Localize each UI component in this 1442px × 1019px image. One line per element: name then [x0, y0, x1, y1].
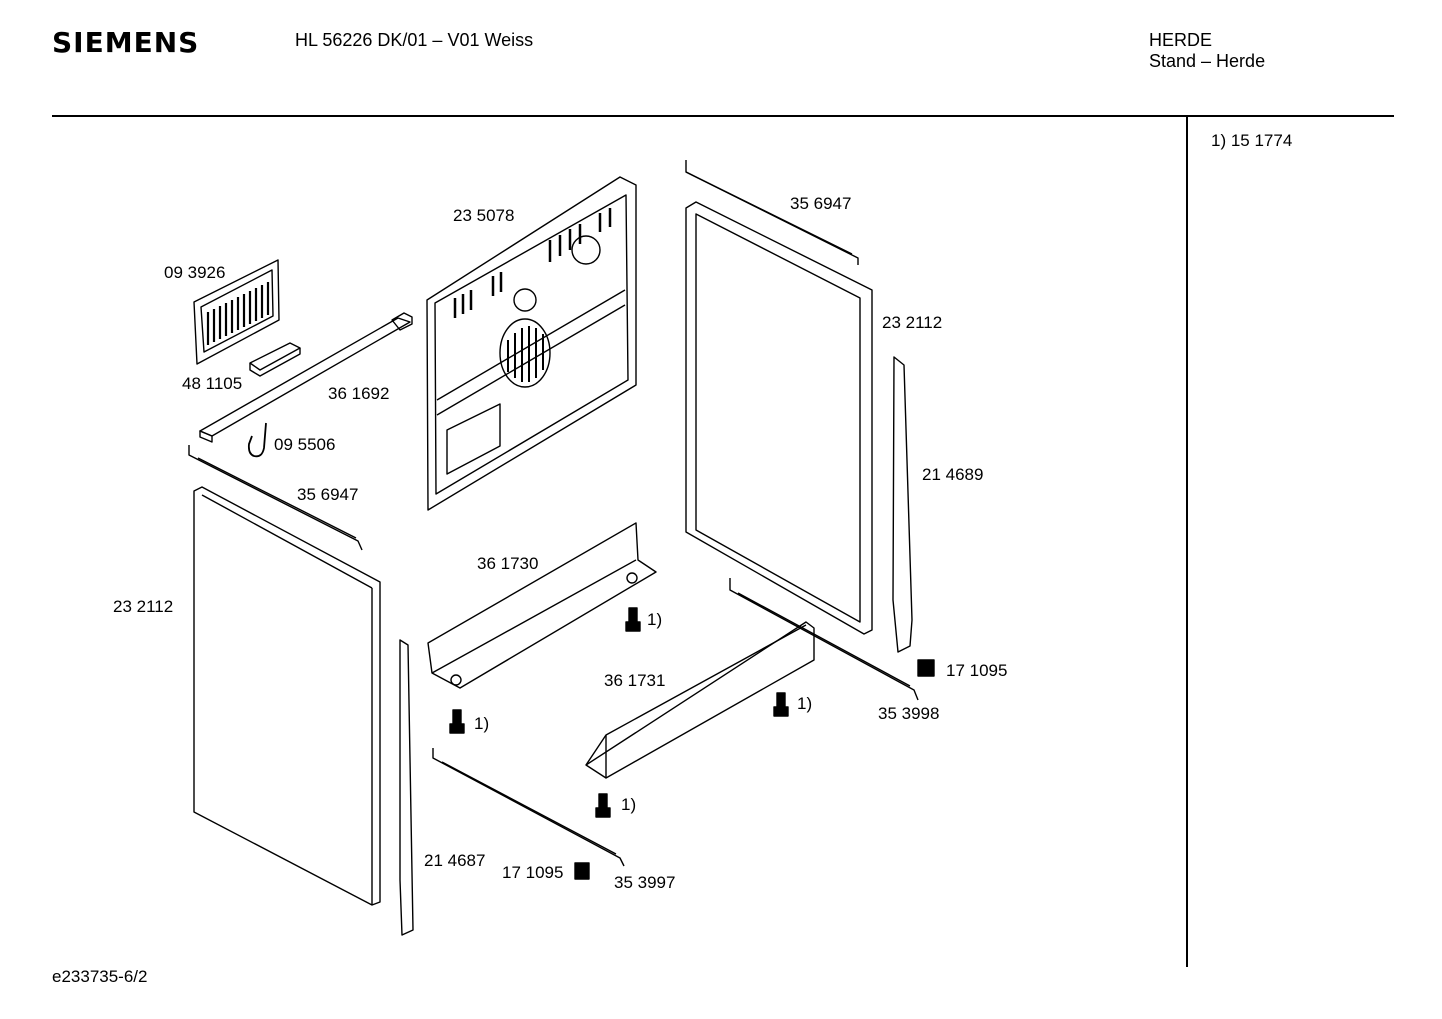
category-label: HERDE — [1149, 30, 1213, 50]
part-rail-353998 — [730, 578, 918, 700]
clip-icon-bottom — [575, 863, 589, 879]
part-label: 1) — [621, 795, 637, 814]
part-grille — [194, 260, 279, 364]
part-label: 09 3926 — [164, 263, 226, 282]
part-label: 23 5078 — [453, 206, 515, 225]
part-label: 35 3997 — [614, 873, 676, 892]
screw-icon-a — [626, 608, 640, 631]
part-label: 36 1730 — [477, 554, 539, 573]
part-plate — [250, 343, 300, 370]
part-label: 23 2112 — [113, 597, 174, 616]
screw-icon-c — [450, 710, 464, 733]
part-label: 48 1105 — [182, 374, 243, 393]
part-label: 36 1731 — [604, 671, 666, 690]
category-block: HERDE Stand – Herde — [1149, 30, 1265, 72]
part-label: 35 6947 — [790, 194, 852, 213]
part-hook — [249, 423, 266, 456]
part-base-rear — [586, 622, 814, 778]
part-strip-right — [893, 357, 912, 652]
part-label: 23 2112 — [882, 313, 943, 332]
part-label: 21 4689 — [922, 465, 984, 484]
model-title: HL 56226 DK/01 – V01 Weiss — [295, 30, 534, 50]
part-label: 35 6947 — [297, 485, 359, 504]
part-base-front — [428, 523, 656, 688]
part-label: 1) — [474, 714, 490, 733]
footnote: 1) 15 1774 — [1211, 131, 1293, 150]
part-back-panel — [427, 177, 636, 510]
part-rail-top — [686, 160, 858, 265]
part-label: 21 4687 — [424, 851, 486, 870]
screw-icon-b — [774, 693, 788, 716]
part-rail-left — [189, 445, 362, 550]
part-strip-left — [400, 640, 413, 935]
part-label: 17 1095 — [946, 661, 1008, 680]
part-label: 1) — [647, 610, 663, 629]
brand-logo: SIEMENS — [52, 26, 200, 59]
part-label: 17 1095 — [502, 863, 564, 882]
part-label: 35 3998 — [878, 704, 940, 723]
document-id: e233735-6/2 — [52, 967, 148, 986]
part-bar-36-1692 — [200, 313, 412, 442]
part-side-panel-left — [194, 487, 380, 905]
screw-icon-d — [596, 794, 610, 817]
part-rail-353997 — [433, 748, 624, 866]
header-divider — [52, 115, 1394, 117]
part-side-frame-right — [686, 202, 872, 634]
sidebar-divider — [1186, 117, 1188, 967]
part-label: 1) — [797, 694, 813, 713]
part-label: 09 5506 — [274, 435, 336, 454]
clip-icon-right — [918, 660, 934, 676]
part-label: 36 1692 — [328, 384, 390, 403]
subcategory-label: Stand – Herde — [1149, 51, 1266, 71]
